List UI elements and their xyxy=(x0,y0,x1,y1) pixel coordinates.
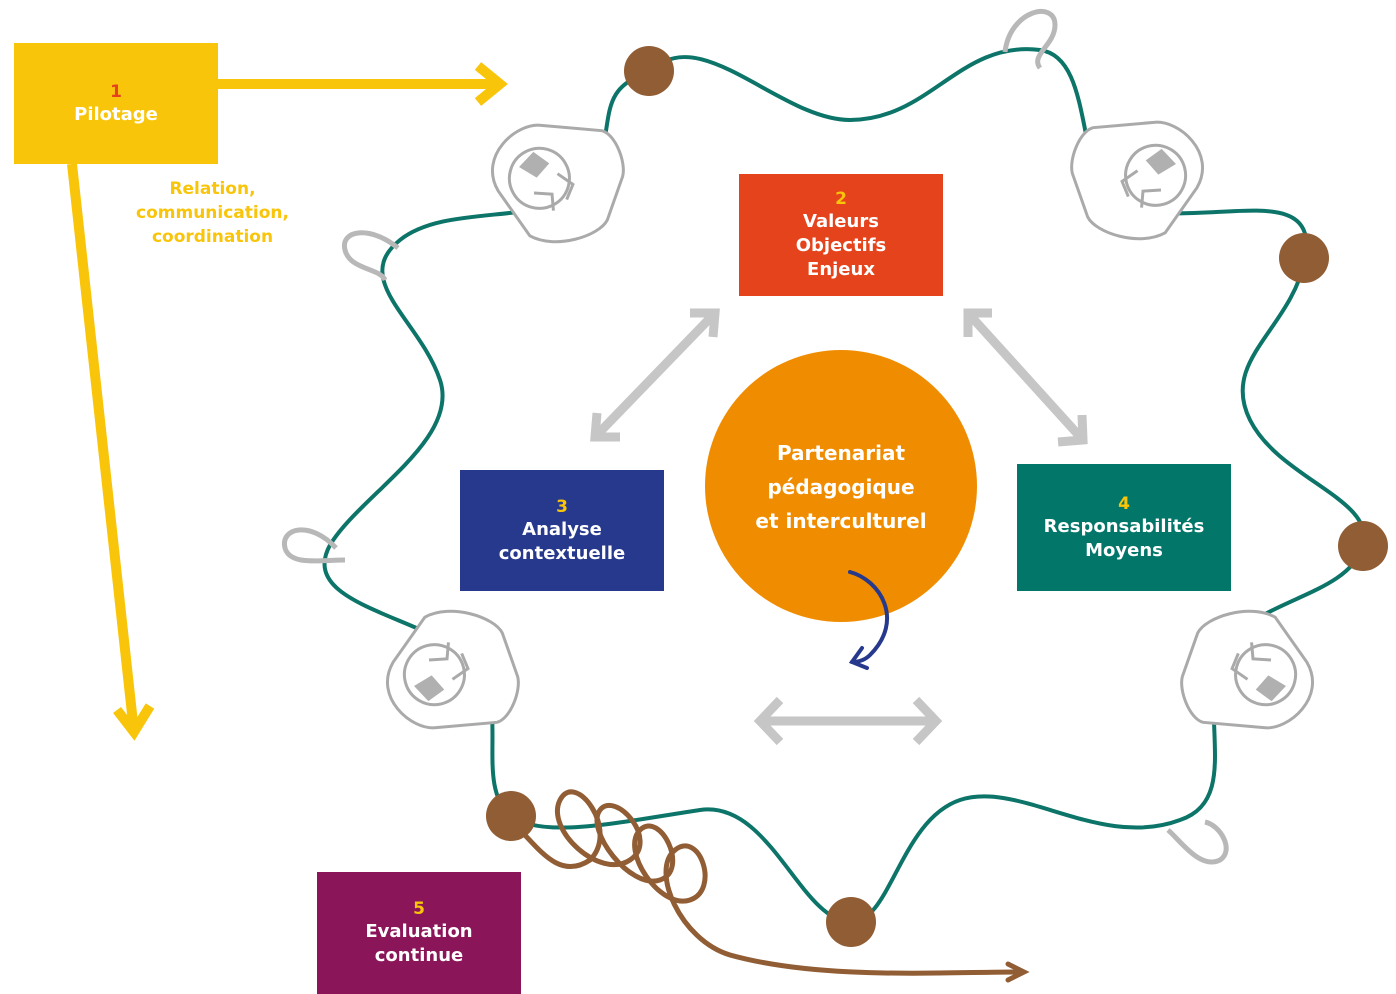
string-knots xyxy=(282,8,1229,865)
center-circle xyxy=(705,350,977,622)
box-analyse: 3 Analyse contextuelle xyxy=(460,470,664,591)
cycle-arrow-icon xyxy=(848,570,890,670)
hand-icon-bottom-left xyxy=(385,609,520,730)
bead-right xyxy=(1338,521,1388,571)
box-responsabilites-line-2: Moyens xyxy=(1085,539,1163,561)
hand-icon-top-left xyxy=(490,123,625,244)
hand-icon-top-right xyxy=(1070,120,1205,241)
pilotage-side-note: Relation, communication, coordination xyxy=(110,177,315,249)
box-responsabilites: 4 Responsabilités Moyens xyxy=(1017,464,1231,591)
box-analyse-number: 3 xyxy=(556,496,568,517)
beads xyxy=(486,46,1388,947)
arrow-right-head xyxy=(474,62,508,106)
box-analyse-line-2: contextuelle xyxy=(498,542,626,564)
box-pilotage: 1 Pilotage xyxy=(14,43,218,164)
box-evaluation-number: 5 xyxy=(413,899,425,919)
box-responsabilites-line-1: Responsabilités xyxy=(1043,515,1205,537)
box-valeurs: 2 Valeurs Objectifs Enjeux xyxy=(739,174,943,296)
knot-left-upper xyxy=(342,230,400,282)
pilotage-arrows xyxy=(67,62,508,741)
knot-bottom-right xyxy=(1166,819,1229,865)
double-arrows xyxy=(590,308,1088,746)
arrow-down-head xyxy=(113,703,155,741)
box-valeurs-line-2: Objectifs xyxy=(795,235,887,256)
side-note-line-1: Relation, xyxy=(169,179,256,199)
box-valeurs-line-1: Valeurs xyxy=(803,211,879,232)
center-line-3: et interculturel xyxy=(755,509,927,533)
arrow-2-4 xyxy=(964,309,1087,444)
bead-right-upper xyxy=(1279,233,1329,283)
spring-coil-icon xyxy=(517,789,1030,983)
box-pilotage-label: Pilotage xyxy=(74,103,158,125)
box-valeurs-line-3: Enjeux xyxy=(807,259,875,280)
side-note-line-3: coordination xyxy=(151,227,274,247)
bead-top xyxy=(624,46,674,96)
center-line-1: Partenariat xyxy=(776,441,906,465)
side-note-line-2: communication, xyxy=(136,203,289,223)
bead-bottom xyxy=(826,897,876,947)
box-analyse-line-1: Analyse xyxy=(522,518,602,540)
box-evaluation-line-2: continue xyxy=(374,945,464,966)
arrow-2-3 xyxy=(591,309,719,441)
center-line-2: pédagogique xyxy=(767,475,915,499)
box-responsabilites-number: 4 xyxy=(1118,493,1130,514)
box-evaluation: 5 Evaluation continue xyxy=(317,872,521,994)
box-valeurs-number: 2 xyxy=(835,189,847,209)
knot-top-right xyxy=(1002,8,1058,70)
hand-icon-bottom-right xyxy=(1180,609,1315,730)
knot-left-lower xyxy=(282,527,346,564)
box-pilotage-number: 1 xyxy=(110,81,122,102)
bead-bottom-left xyxy=(486,791,536,841)
arrow-down xyxy=(67,163,139,733)
center-label: Partenariat pédagogique et interculturel xyxy=(705,436,977,538)
box-evaluation-line-1: Evaluation xyxy=(365,921,473,942)
